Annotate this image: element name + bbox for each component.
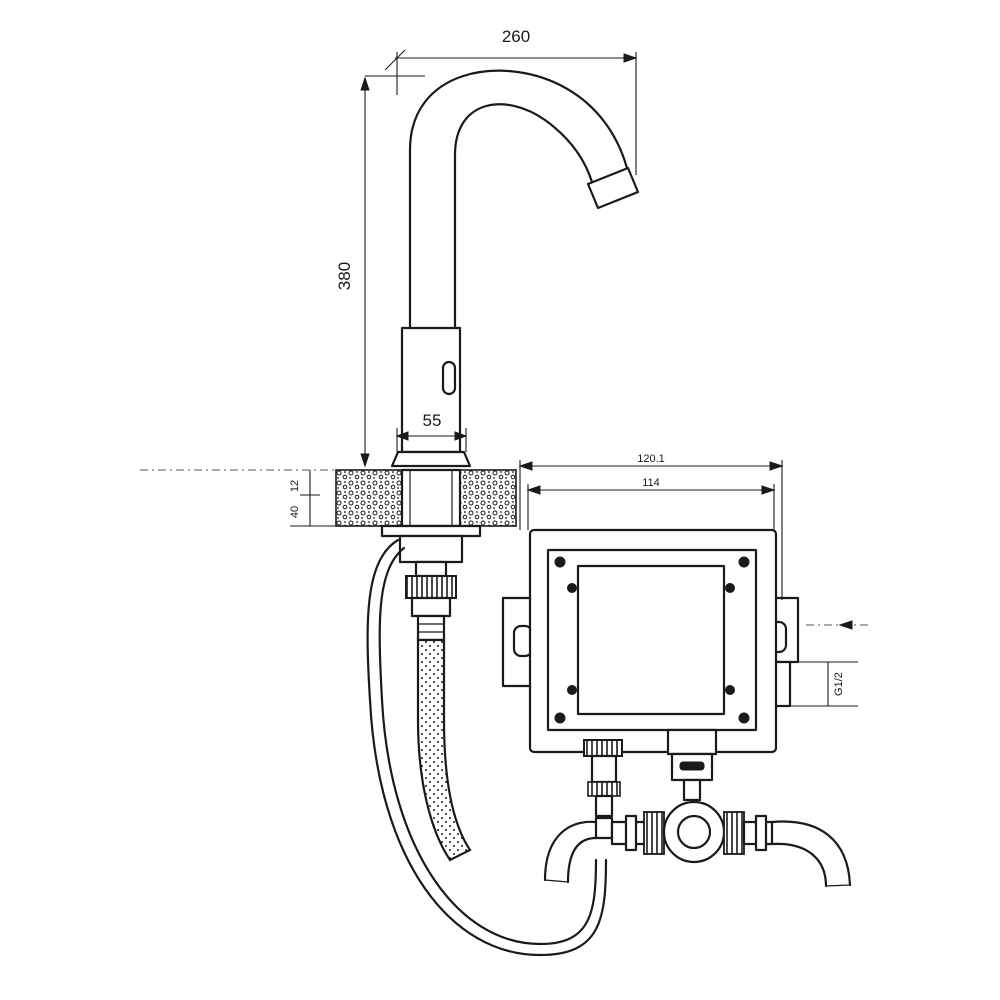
- faucet-lower-connector: [398, 534, 464, 642]
- dimension-box-outer-width: 120.1: [518, 453, 784, 600]
- sensor-cable: [366, 538, 608, 957]
- box-inner-width-label: 114: [642, 477, 660, 489]
- dimension-body-diameter: 55: [395, 411, 468, 452]
- faucet-body: [390, 326, 472, 468]
- box-outer-width-label: 120.1: [637, 453, 665, 465]
- total-height-label: 380: [335, 262, 354, 290]
- spout-reach-label: 260: [502, 27, 530, 46]
- body-diameter-label: 55: [423, 411, 442, 430]
- dimension-inlet-thread: G1/2: [790, 620, 870, 707]
- control-box: [501, 528, 800, 818]
- dimension-box-inner-width: 114: [526, 477, 776, 530]
- braided-hose: [416, 638, 472, 862]
- inlet-thread-label: G1/2: [833, 672, 845, 696]
- tee-fitting-assembly: [543, 800, 852, 888]
- dimension-total-height: 380: [335, 76, 370, 468]
- dimension-spout-reach: 260: [365, 27, 638, 175]
- counter-thickness-2-label: 40: [289, 506, 301, 518]
- dimension-counter-thickness: 12 40: [140, 469, 336, 527]
- countertop-section: [335, 468, 517, 538]
- counter-thickness-label: 12: [289, 480, 301, 492]
- faucet-spout: [408, 69, 640, 332]
